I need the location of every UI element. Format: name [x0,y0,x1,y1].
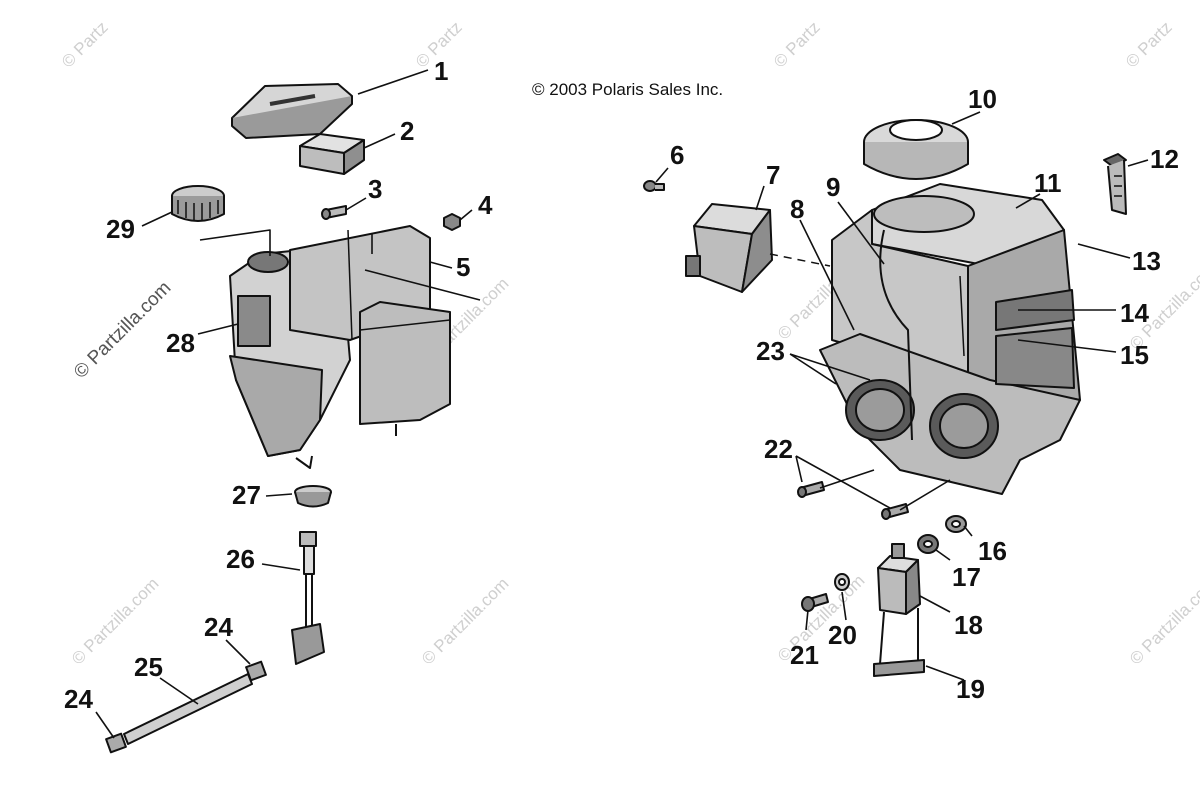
callout-4: 4 [478,190,493,220]
callout-labels: 1 2 3 4 5 6 7 8 9 10 11 12 13 14 15 16 1… [64,56,1179,714]
callout-22: 22 [764,434,793,464]
callout-27: 27 [232,480,261,510]
callout-24-second: 24 [64,684,93,714]
leader-lines [95,69,1149,739]
bolt-part [797,481,909,520]
callout-14: 14 [1120,298,1149,328]
airbox-part [819,183,1081,495]
oil-tank-part [229,225,451,469]
copyright-text: © 2003 Polaris Sales Inc. [532,80,724,99]
cap-part [171,185,225,222]
callout-13: 13 [1132,246,1161,276]
washer-part [834,573,850,591]
callout-8: 8 [790,194,804,224]
grommet-part [945,515,967,533]
callout-6: 6 [670,140,684,170]
bolt-part [321,205,347,220]
callout-11: 11 [1034,168,1062,198]
callout-18: 18 [954,610,983,640]
tube-part [123,673,253,745]
callout-23: 23 [756,336,785,366]
bracket-part [877,543,921,615]
module-part [685,203,831,293]
callout-24: 24 [204,612,233,642]
callout-26: 26 [226,544,255,574]
screw-part [643,180,665,192]
callout-25: 25 [134,652,163,682]
callout-29: 29 [106,214,135,244]
grommet-part [294,485,332,508]
callout-16: 16 [978,536,1007,566]
callout-15: 15 [1120,340,1149,370]
sender-part [291,531,325,665]
clip-part [1103,153,1127,215]
callout-3: 3 [368,174,382,204]
callout-12: 12 [1150,144,1179,174]
strap-part [873,608,925,677]
callout-5: 5 [456,252,470,282]
callout-21: 21 [790,640,819,670]
plug-part [105,660,267,754]
callout-28: 28 [166,328,195,358]
washer-part [917,534,939,554]
callout-20: 20 [828,620,857,650]
callout-2: 2 [400,116,414,146]
callout-17: 17 [952,562,981,592]
callout-9: 9 [826,172,840,202]
nut-part [443,213,461,231]
callout-10: 10 [968,84,997,114]
callout-19: 19 [956,674,985,704]
block-part [299,133,365,175]
callout-7: 7 [766,160,780,190]
callout-1: 1 [434,56,448,86]
bolt-part [801,593,829,612]
cover-part [231,83,353,139]
foam-ring-part [863,119,969,180]
